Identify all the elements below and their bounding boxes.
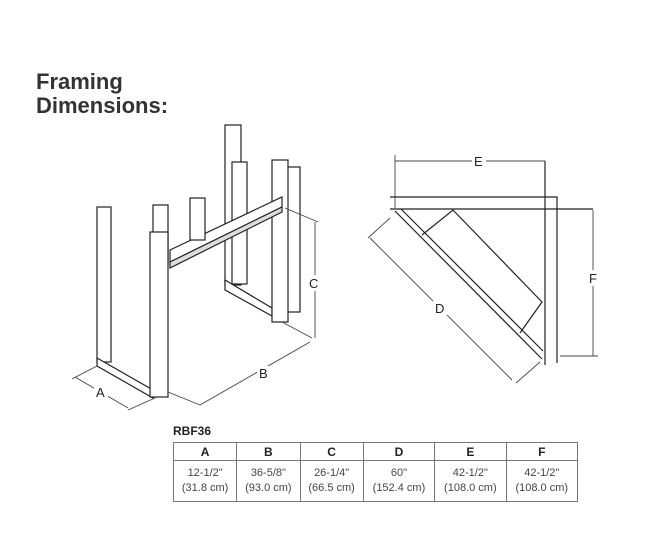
header-e: E [434,442,507,461]
title-line-2: Dimensions: [36,93,169,118]
dimensions-table: A B C D E F 12-1/2" (31.8 cm) 36-5/8" (93.… [172,442,579,502]
back-bottom-rail [224,278,273,318]
cell-d: 60" (152.4 cm) [362,460,436,502]
cell-a: 12-1/2" (31.8 cm) [172,460,238,502]
cm: (108.0 cm) [444,482,497,494]
cell-e: 42-1/2" (108.0 cm) [434,460,507,502]
left-front-post [149,231,169,398]
header-d: D [362,442,436,461]
table-header-row: A B C D E F [172,442,579,461]
cm: (31.8 cm) [181,482,229,494]
right-front-post [271,159,289,323]
middle-cripple [189,197,206,241]
beam-underside [169,206,283,269]
header-a: A [172,442,238,461]
left-bottom-rail [96,356,154,400]
cm: (108.0 cm) [515,482,569,494]
cell-b: 36-5/8" (93.0 cm) [236,460,301,502]
right-rear-post [286,166,301,313]
cm: (152.4 cm) [372,482,426,494]
header-f: F [505,442,579,461]
label-a: A [96,385,105,400]
header-c: C [299,442,364,461]
cell-c: 26-1/4" (66.5 cm) [299,460,364,502]
framing-3d-view [96,124,301,400]
inches: 60" [390,467,408,479]
table-row: 12-1/2" (31.8 cm) 36-5/8" (93.0 cm) 26-1/4… [172,460,579,502]
label-c: C [309,276,318,291]
inches: 26-1/4" [314,467,350,479]
inches: 12-1/2" [187,467,223,479]
label-f: F [589,271,597,286]
inches: 36-5/8" [250,467,286,479]
label-b: B [259,366,268,381]
title-line-1: Framing [36,69,123,94]
inches: 42-1/2" [524,467,560,479]
left-rear-post [96,206,112,363]
inches: 42-1/2" [452,467,488,479]
label-d: D [435,301,444,316]
dimension-labels: A B C E F D [94,153,601,400]
cm: (93.0 cm) [245,482,292,494]
label-e: E [474,154,483,169]
cell-f: 42-1/2" (108.0 cm) [505,460,579,502]
corner-plan-view [390,161,593,365]
cm: (66.5 cm) [308,482,355,494]
model-label: RBF36 [173,424,212,438]
header-b: B [236,442,301,461]
